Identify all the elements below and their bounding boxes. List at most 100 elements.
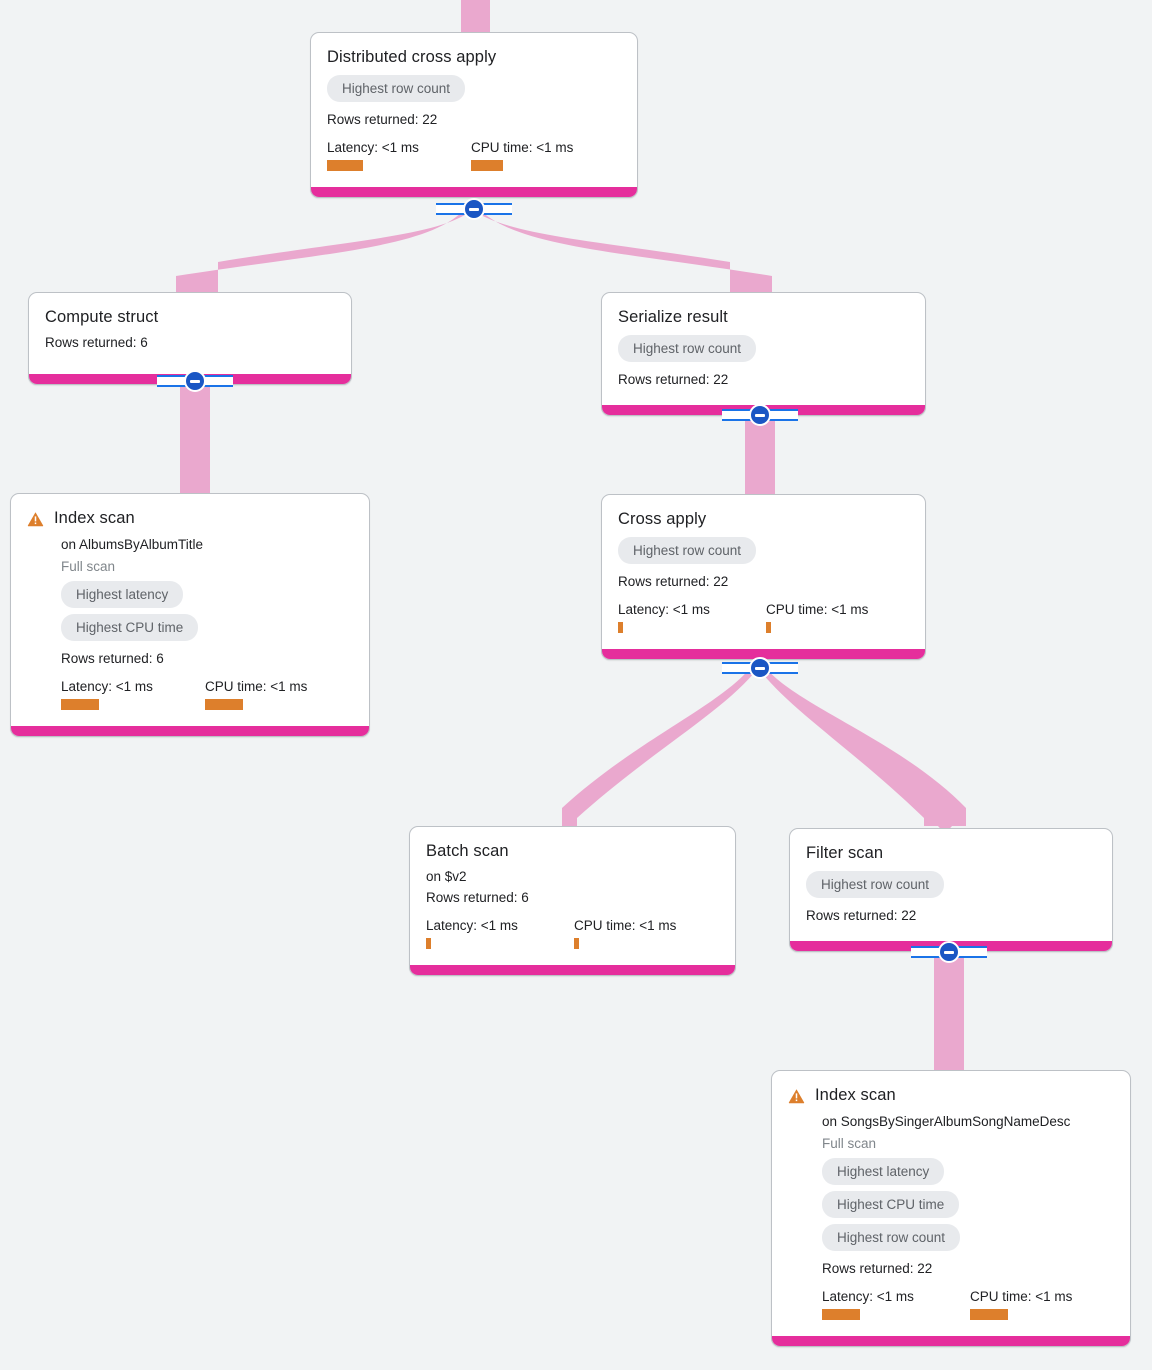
cpu-metric: CPU time: <1 ms xyxy=(205,678,307,710)
collapse-icon xyxy=(463,198,485,220)
scan-type: Full scan xyxy=(61,559,116,574)
rows-returned: Rows returned: 6 xyxy=(45,335,148,350)
edge-cross-apply-to-batch-scan xyxy=(548,666,758,834)
node-footer-bar xyxy=(602,649,925,659)
node-title-row: Index scan xyxy=(788,1085,1114,1109)
node-body: Filter scan Highest row count Rows retur… xyxy=(790,829,1112,941)
latency-metric: Latency: <1 ms xyxy=(822,1288,970,1320)
status-badge: Highest CPU time xyxy=(822,1191,960,1218)
cpu-bar xyxy=(574,938,579,949)
collapse-icon xyxy=(749,404,771,426)
latency-label: Latency: <1 ms xyxy=(618,602,710,617)
collapse-toggle-compute-struct[interactable] xyxy=(157,370,233,392)
node-metrics: Latency: <1 ms CPU time: <1 ms xyxy=(618,601,909,633)
node-serialize-result[interactable]: Serialize result Highest row count Rows … xyxy=(601,292,926,416)
collapse-toggle-filter-scan[interactable] xyxy=(911,941,987,963)
node-body: Compute struct Rows returned: 6 xyxy=(29,293,351,374)
node-badges: Highest row count xyxy=(806,871,1096,904)
latency-bar xyxy=(61,699,99,710)
rows-returned: Rows returned: 22 xyxy=(618,372,729,387)
node-title: Serialize result xyxy=(618,308,728,326)
node-title-row: Index scan xyxy=(27,508,353,532)
node-body: Serialize result Highest row count Rows … xyxy=(602,293,925,405)
latency-metric: Latency: <1 ms xyxy=(618,601,766,633)
node-metrics: Latency: <1 ms CPU time: <1 ms xyxy=(426,917,719,949)
collapse-icon xyxy=(749,657,771,679)
index-name: on AlbumsByAlbumTitle xyxy=(61,537,204,552)
node-title-row: Distributed cross apply xyxy=(327,47,621,67)
node-footer-bar xyxy=(11,726,369,736)
cpu-metric: CPU time: <1 ms xyxy=(471,139,573,171)
rows-returned: Rows returned: 22 xyxy=(618,574,729,589)
cpu-metric: CPU time: <1 ms xyxy=(970,1288,1072,1320)
node-batch-scan[interactable]: Batch scan on $v2 Rows returned: 6 Laten… xyxy=(409,826,736,976)
cpu-bar xyxy=(471,160,503,171)
status-badge: Highest row count xyxy=(618,537,757,564)
cpu-bar xyxy=(205,699,243,710)
badge-row: Highest CPU time xyxy=(822,1191,1114,1224)
node-footer-bar xyxy=(772,1336,1130,1346)
cpu-metric: CPU time: <1 ms xyxy=(766,601,868,633)
scan-target: on $v2 xyxy=(426,869,467,884)
node-title: Index scan xyxy=(54,509,135,527)
badge-row: Highest row count xyxy=(822,1224,1114,1257)
edge-compute-struct-to-index-scan xyxy=(180,384,210,494)
node-filter-scan[interactable]: Filter scan Highest row count Rows retur… xyxy=(789,828,1113,952)
collapse-toggle-serialize-result[interactable] xyxy=(722,404,798,426)
node-metrics: Latency: <1 ms CPU time: <1 ms xyxy=(822,1288,1114,1320)
node-metrics: Latency: <1 ms CPU time: <1 ms xyxy=(327,139,621,171)
latency-metric: Latency: <1 ms xyxy=(327,139,471,171)
node-body: Index scan on SongsBySingerAlbumSongName… xyxy=(772,1071,1130,1336)
node-body: Cross apply Highest row count Rows retur… xyxy=(602,495,925,649)
collapse-icon xyxy=(184,370,206,392)
latency-bar xyxy=(822,1309,860,1320)
rows-returned: Rows returned: 22 xyxy=(806,908,917,923)
node-index-scan-albums[interactable]: Index scan on AlbumsByAlbumTitle Full sc… xyxy=(10,493,370,737)
node-badges: Highest latency Highest CPU time xyxy=(61,581,353,647)
warning-icon xyxy=(788,1088,805,1109)
edge-root-inflow xyxy=(461,0,490,34)
node-details: on SongsBySingerAlbumSongNameDesc Full s… xyxy=(788,1112,1114,1320)
node-badges: Highest row count xyxy=(618,537,909,570)
node-footer-bar xyxy=(311,187,637,197)
latency-label: Latency: <1 ms xyxy=(327,140,419,155)
node-index-scan-songs[interactable]: Index scan on SongsBySingerAlbumSongName… xyxy=(771,1070,1131,1347)
cpu-label: CPU time: <1 ms xyxy=(205,679,308,694)
node-metrics: Latency: <1 ms CPU time: <1 ms xyxy=(61,678,353,710)
node-title: Cross apply xyxy=(618,510,707,528)
rows-returned: Rows returned: 22 xyxy=(822,1261,933,1276)
edge-root-to-serialize-result xyxy=(472,208,772,300)
badge-row: Highest latency xyxy=(61,581,353,614)
node-body: Distributed cross apply Highest row coun… xyxy=(311,33,637,187)
node-title: Distributed cross apply xyxy=(327,48,497,66)
status-badge: Highest latency xyxy=(822,1158,945,1185)
node-badges: Highest row count xyxy=(618,335,909,368)
node-title: Batch scan xyxy=(426,842,509,860)
edge-filter-scan-to-index-scan xyxy=(934,952,964,1070)
cpu-label: CPU time: <1 ms xyxy=(574,918,677,933)
node-distributed-cross-apply[interactable]: Distributed cross apply Highest row coun… xyxy=(310,32,638,198)
status-badge: Highest row count xyxy=(822,1224,961,1251)
badge-row: Highest latency xyxy=(822,1158,1114,1191)
latency-metric: Latency: <1 ms xyxy=(61,678,205,710)
status-badge: Highest row count xyxy=(618,335,757,362)
node-badges: Highest row count xyxy=(327,75,621,108)
edge-root-to-compute-struct xyxy=(176,208,472,300)
collapse-toggle-cross-apply[interactable] xyxy=(722,657,798,679)
latency-label: Latency: <1 ms xyxy=(61,679,153,694)
node-title: Index scan xyxy=(815,1086,896,1104)
edge-cross-apply-to-filter-scan xyxy=(758,666,966,834)
cpu-metric: CPU time: <1 ms xyxy=(574,917,676,949)
latency-label: Latency: <1 ms xyxy=(426,918,518,933)
collapse-toggle-distributed-cross-apply[interactable] xyxy=(436,198,512,220)
status-badge: Highest CPU time xyxy=(61,614,199,641)
rows-returned: Rows returned: 6 xyxy=(61,651,164,666)
latency-label: Latency: <1 ms xyxy=(822,1289,914,1304)
node-body: Batch scan on $v2 Rows returned: 6 Laten… xyxy=(410,827,735,965)
cpu-bar xyxy=(766,622,771,633)
latency-bar xyxy=(426,938,431,949)
status-badge: Highest row count xyxy=(806,871,945,898)
node-cross-apply[interactable]: Cross apply Highest row count Rows retur… xyxy=(601,494,926,660)
edge-serialize-result-to-cross-apply xyxy=(745,414,775,494)
